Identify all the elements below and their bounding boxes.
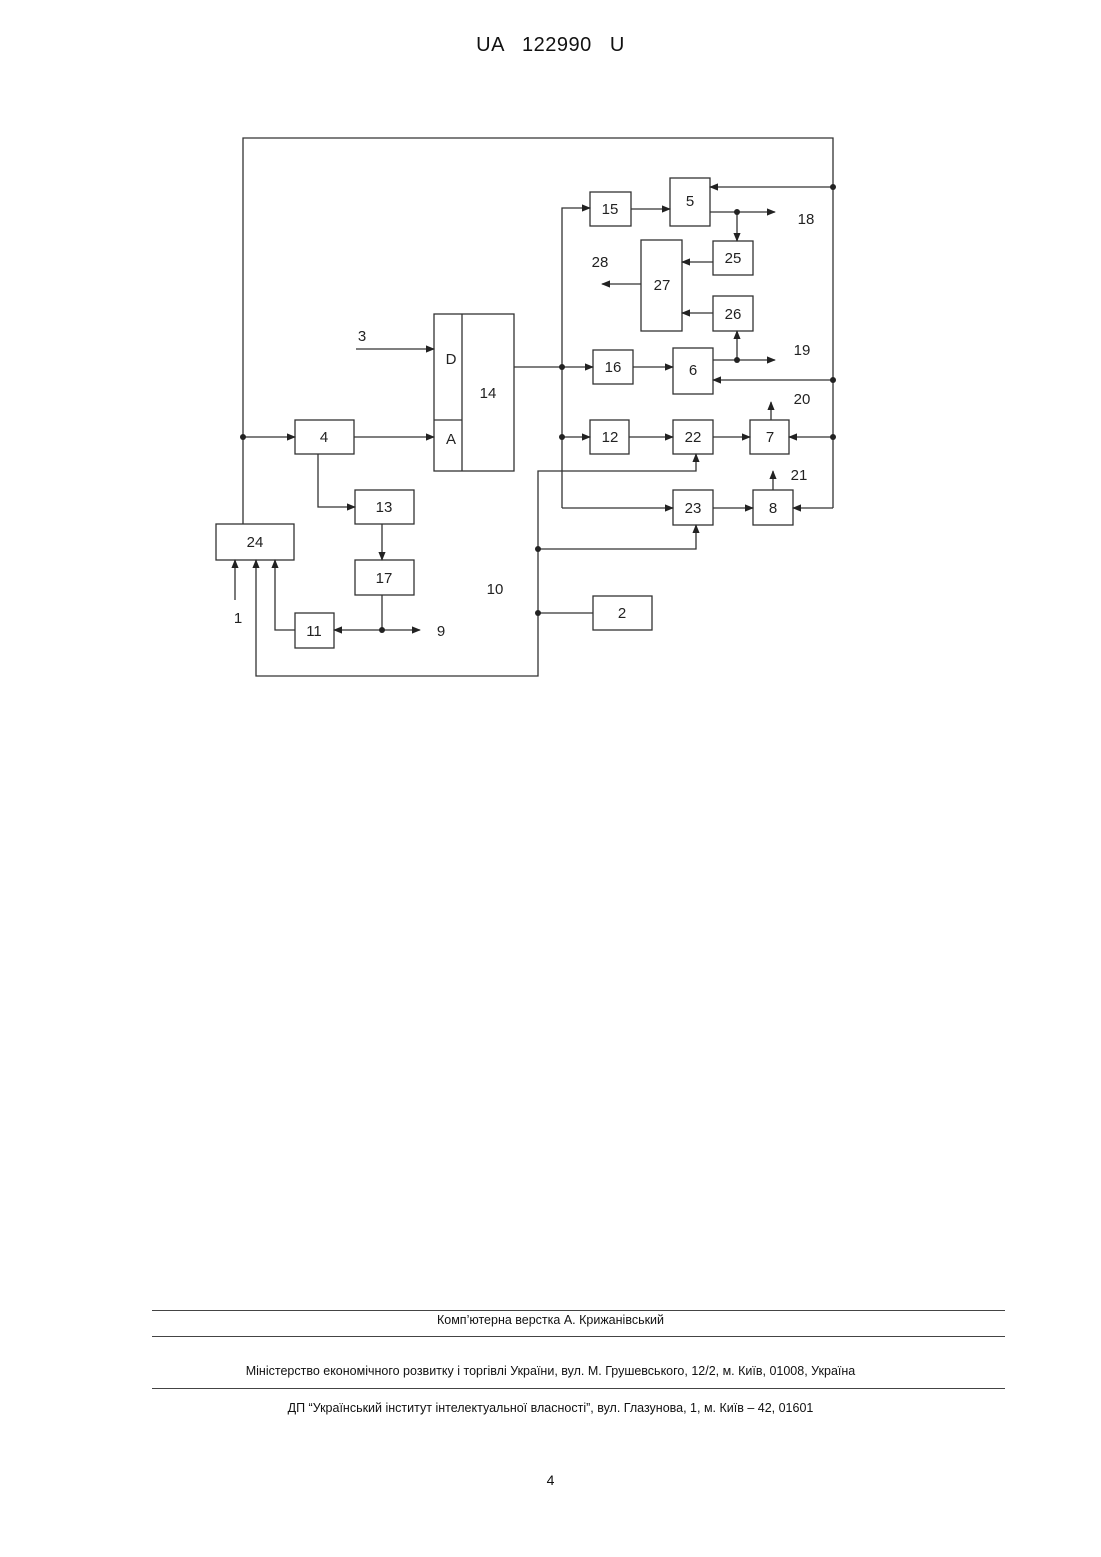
- block-27-label: 27: [654, 277, 671, 294]
- label-28: 28: [592, 254, 609, 271]
- block-26-label: 26: [725, 306, 742, 323]
- label-21: 21: [791, 467, 808, 484]
- block-17-label: 17: [376, 570, 393, 587]
- block-22-label: 22: [685, 429, 702, 446]
- block-11: 11: [295, 613, 334, 648]
- footer-rule-top: [152, 1310, 1005, 1311]
- block-23-label: 23: [685, 500, 702, 517]
- block-26: 26: [713, 296, 753, 331]
- block-13: 13: [355, 490, 414, 524]
- block-6-label: 6: [689, 362, 697, 379]
- block-12-label: 12: [602, 429, 619, 446]
- block-27: 27: [641, 240, 682, 331]
- block-11-label: 11: [306, 623, 322, 640]
- block-17: 17: [355, 560, 414, 595]
- block-7: 7: [750, 420, 789, 454]
- label-9: 9: [437, 623, 445, 640]
- block-diagram: 24 4 13 17 11 2 D A 14 15 5 25 2: [0, 0, 1101, 760]
- connections: [235, 138, 833, 676]
- block-12: 12: [590, 420, 629, 454]
- port-a-label: A: [446, 431, 456, 448]
- block-24: 24: [216, 524, 294, 560]
- institute-address: ДП “Український інститут інтелектуальної…: [0, 1401, 1101, 1415]
- block-5: 5: [670, 178, 710, 226]
- label-1: 1: [234, 610, 242, 627]
- block-15-label: 15: [602, 201, 619, 218]
- block-4: 4: [295, 420, 354, 454]
- block-6: 6: [673, 348, 713, 394]
- block-5-label: 5: [686, 193, 694, 210]
- footer-rule-middle: [152, 1336, 1005, 1337]
- block-2-label: 2: [618, 605, 626, 622]
- label-19: 19: [794, 342, 811, 359]
- block-24-label: 24: [247, 534, 264, 551]
- block-14: D A 14: [434, 314, 514, 471]
- label-20: 20: [794, 391, 811, 408]
- layout-credit: Комп’ютерна верстка А. Крижанівський: [0, 1313, 1101, 1327]
- block-8: 8: [753, 490, 793, 525]
- block-16: 16: [593, 350, 633, 384]
- label-10: 10: [487, 581, 504, 598]
- block-14-label: 14: [480, 385, 497, 402]
- label-18: 18: [798, 211, 815, 228]
- block-8-label: 8: [769, 500, 777, 517]
- port-d-label: D: [446, 351, 457, 368]
- block-16-label: 16: [605, 359, 622, 376]
- block-23: 23: [673, 490, 713, 525]
- ministry-address: Міністерство економічного розвитку і тор…: [0, 1364, 1101, 1378]
- block-15: 15: [590, 192, 631, 226]
- page-number: 4: [0, 1472, 1101, 1488]
- label-3: 3: [358, 328, 366, 345]
- block-2: 2: [593, 596, 652, 630]
- block-7-label: 7: [766, 429, 774, 446]
- footer-rule-bottom: [152, 1388, 1005, 1389]
- block-4-label: 4: [320, 429, 328, 446]
- block-25: 25: [713, 241, 753, 275]
- block-13-label: 13: [376, 499, 393, 516]
- block-25-label: 25: [725, 250, 742, 267]
- block-22: 22: [673, 420, 713, 454]
